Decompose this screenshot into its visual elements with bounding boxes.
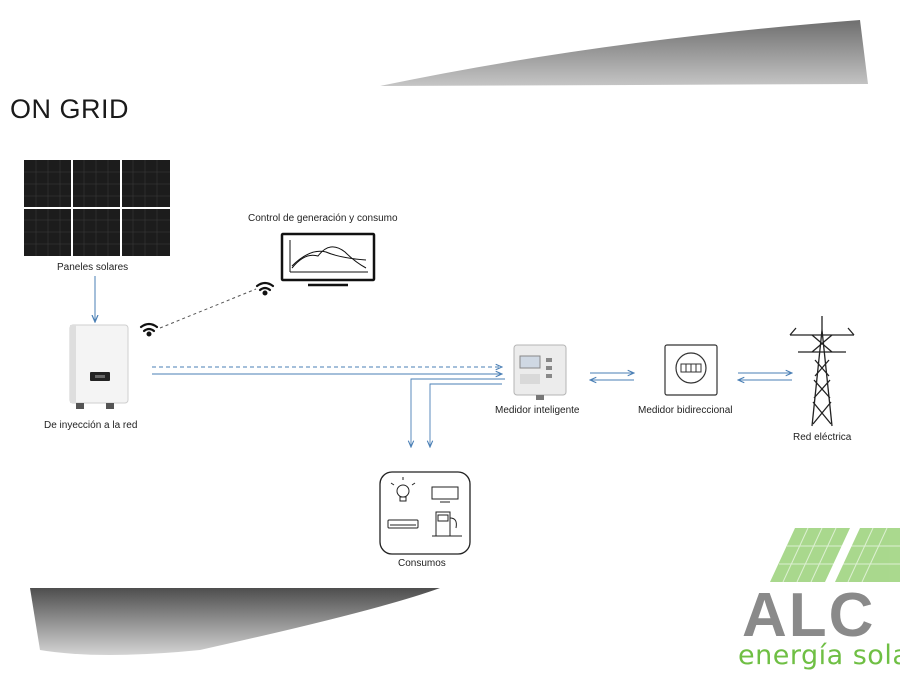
brand-tagline: energía solar f [738, 640, 900, 671]
label-panels: Paneles solares [57, 262, 129, 273]
bidirectional-meter-icon [664, 344, 718, 396]
consumption-box [379, 471, 471, 555]
label-grid: Red eléctrica [793, 432, 852, 443]
air-conditioner-icon [387, 519, 419, 529]
label-consumption: Consumos [398, 558, 446, 569]
wifi-icon-monitor [255, 281, 275, 296]
lightbulb-icon [390, 477, 416, 502]
inverter-icon [69, 324, 129, 409]
bottom-shadow [30, 588, 440, 655]
label-smart-meter: Medidor inteligente [495, 405, 580, 416]
label-bidirectional-meter: Medidor bidireccional [638, 405, 733, 416]
smart-meter-icon [513, 344, 567, 400]
brand-wordmark: ALC [742, 581, 876, 650]
top-shadow [380, 20, 868, 86]
solar-panel-icon [24, 160, 170, 256]
tv-icon [431, 486, 459, 503]
monitor-icon [280, 232, 376, 287]
power-tower-icon [789, 316, 855, 427]
page-title: ON GRID [10, 94, 130, 124]
label-monitor: Control de generación y consumo [248, 213, 398, 224]
label-inverter: De inyección a la red [44, 420, 138, 431]
ev-charger-icon [432, 511, 462, 537]
wifi-icon [139, 322, 159, 337]
